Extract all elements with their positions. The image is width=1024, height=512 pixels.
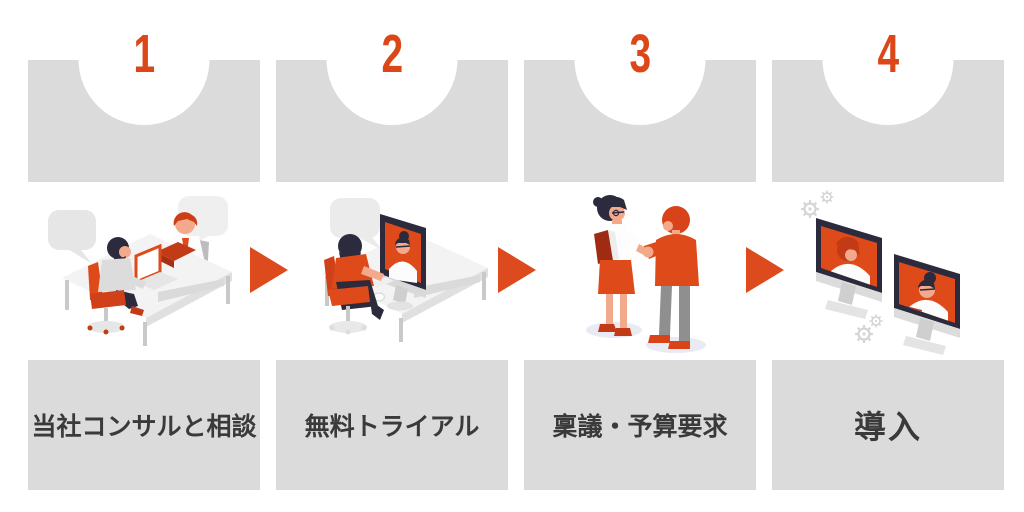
step-1-number-block — [28, 60, 260, 182]
arrow-right-icon-2 — [498, 247, 536, 293]
arrow-right-icon-3 — [746, 247, 784, 293]
consultation-illustration — [48, 196, 232, 346]
step-2-label-block: 無料トライアル — [276, 360, 508, 490]
step-4-illustration — [772, 182, 1004, 360]
handshake-illustration — [586, 195, 706, 353]
step-4-label: 導入 — [853, 409, 922, 445]
step-2-number-block — [276, 60, 508, 182]
step-2-illustration — [276, 182, 508, 360]
arrow-right-icon-1 — [250, 247, 288, 293]
deployment-monitors-illustration — [799, 189, 960, 355]
step-1-label-block: 当社コンサルと相談 — [28, 360, 260, 490]
step-1-label: 当社コンサルと相談 — [31, 413, 257, 441]
step-3-illustration — [524, 182, 756, 360]
step-3-number: 3 — [629, 24, 652, 84]
step-4-number: 4 — [877, 24, 900, 84]
step-column-3: 3 — [524, 0, 756, 512]
step-3-number-block — [524, 60, 756, 182]
step-2-label: 無料トライアル — [304, 413, 480, 441]
step-2-number: 2 — [381, 24, 404, 84]
step-column-2: 2 — [276, 0, 508, 512]
step-4-number-block — [772, 60, 1004, 182]
step-3-label: 稟議・予算要求 — [552, 413, 728, 441]
step-column-4: 4 — [772, 0, 1004, 512]
step-column-1: 1 — [28, 0, 260, 512]
step-1-illustration — [28, 182, 260, 360]
video-call-illustration — [322, 198, 488, 342]
step-3-label-block: 稟議・予算要求 — [524, 360, 756, 490]
step-4-label-block: 導入 — [772, 360, 1004, 490]
step-1-number: 1 — [133, 24, 156, 84]
